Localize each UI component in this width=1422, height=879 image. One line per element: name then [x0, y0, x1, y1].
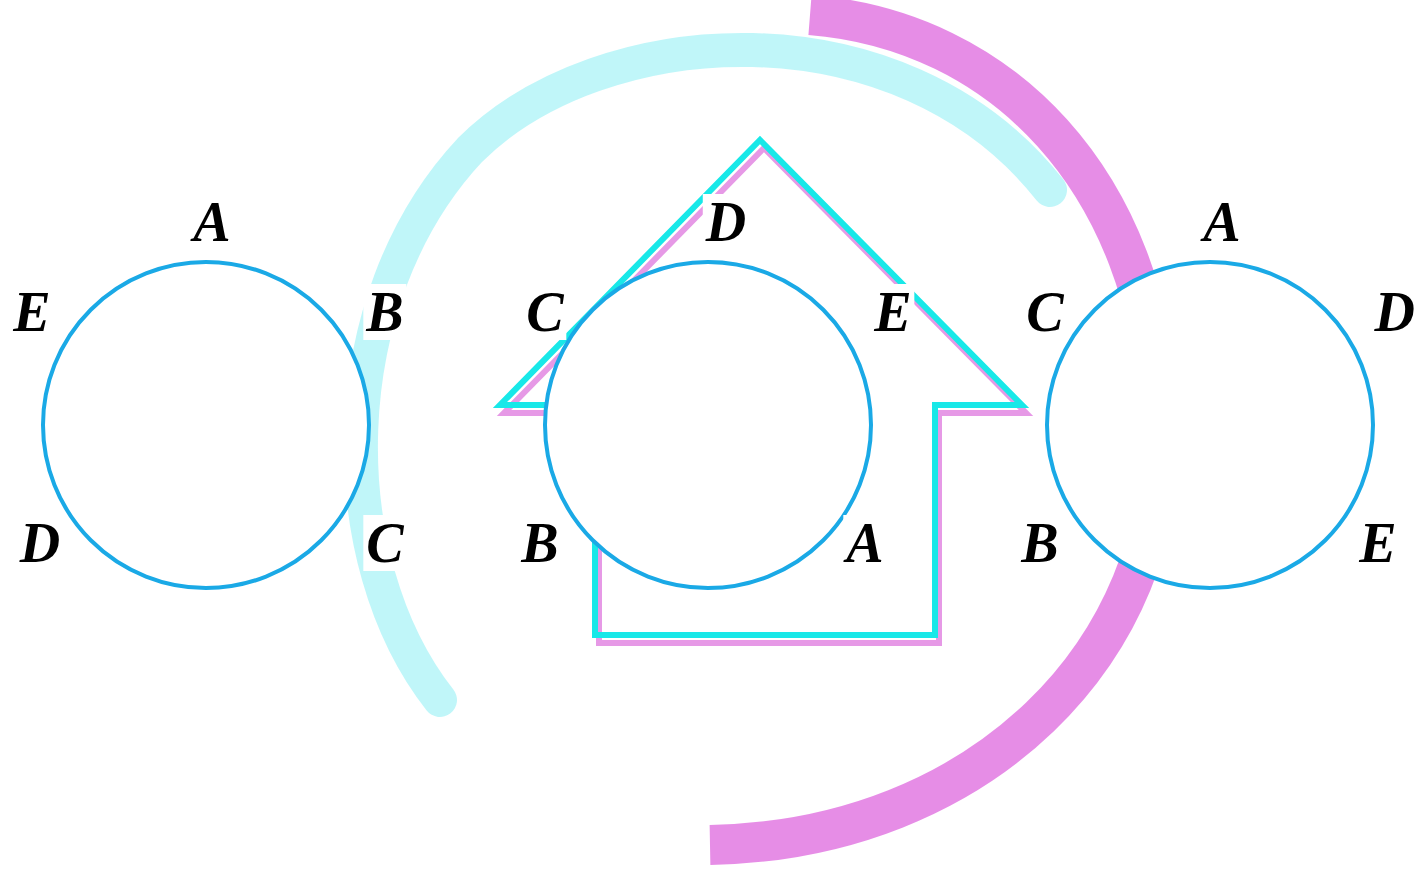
vertex-letter: B [1018, 515, 1061, 571]
cyan-house-arrow [500, 140, 1022, 635]
magenta-house-arrow [504, 148, 1026, 643]
vertex-letter: D [1372, 284, 1418, 340]
vertex-letter: B [518, 515, 561, 571]
vertex-letter: C [1023, 284, 1066, 340]
vertex-letter: B [363, 284, 406, 340]
circle-outline [1045, 260, 1375, 590]
circle-node: DEABC [543, 260, 873, 590]
vertex-letter: D [703, 194, 749, 250]
circle-node: ADEBC [1045, 260, 1375, 590]
circle-shape [43, 262, 369, 588]
vertex-letter: C [523, 284, 566, 340]
vertex-letter: D [17, 515, 63, 571]
vertex-letter: A [1200, 194, 1243, 250]
vertex-letter: A [190, 194, 233, 250]
vertex-letter: C [363, 515, 406, 571]
vertex-letter: E [1356, 515, 1399, 571]
vertex-letter: E [10, 284, 53, 340]
circle-shape [545, 262, 871, 588]
circle-node: ABCDE [41, 260, 371, 590]
circle-shape [1047, 262, 1373, 588]
circle-outline [41, 260, 371, 590]
vertex-letter: A [843, 515, 886, 571]
cyan-arc [361, 50, 1050, 700]
circle-outline [543, 260, 873, 590]
vertex-letter: E [871, 284, 914, 340]
